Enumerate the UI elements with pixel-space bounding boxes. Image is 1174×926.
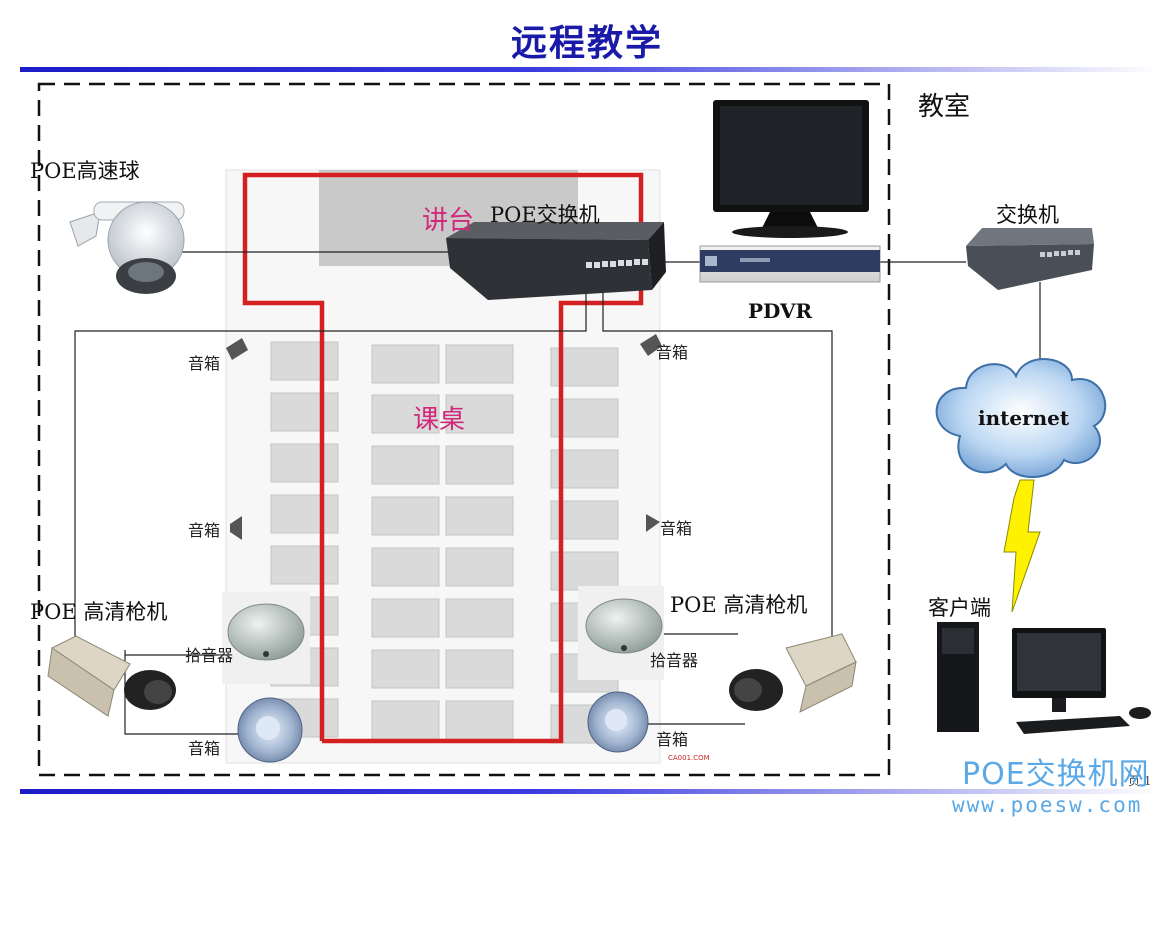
bullet-camera-left-label: POE 高清枪机 (30, 600, 168, 624)
speaker-top-left-label: 音箱 (188, 354, 221, 373)
source-mark: CA001.COM (668, 754, 710, 762)
bullet-camera-right-label: POE 高清枪机 (670, 593, 808, 617)
title-divider (20, 67, 1160, 72)
pdvr-label: PDVR (748, 299, 813, 323)
wall-speakers (226, 334, 662, 540)
watermark-url: www.poesw.com (952, 793, 1143, 817)
microphone-right (578, 586, 664, 680)
speaker-top-right-label: 音箱 (656, 343, 689, 362)
microphone-left-label: 拾音器 (185, 646, 234, 665)
poe-dome-camera (69, 201, 185, 294)
client-computer (937, 622, 1151, 734)
page-number: 页 1 (1128, 774, 1152, 788)
monitor-device (713, 100, 869, 238)
cable-route (242, 172, 644, 744)
speaker-bottom-right-label: 音箱 (656, 730, 689, 749)
classroom-label: 教室 (918, 92, 971, 122)
poe-dome-camera-label: POE高速球 (30, 159, 140, 183)
desks-label: 课桌 (413, 405, 466, 435)
speaker-bottom-left-label: 音箱 (188, 739, 221, 758)
pdvr-device (699, 245, 881, 283)
internet-label: internet (978, 406, 1070, 430)
internet-cloud (935, 358, 1107, 478)
poe-switch-label: POE交换机 (490, 203, 600, 227)
speaker-bottom-left (237, 697, 303, 763)
client-label: 客户端 (928, 596, 991, 620)
speaker-mid-right-label: 音箱 (660, 519, 693, 538)
footer-divider (20, 789, 1160, 794)
speaker-mid-left-label: 音箱 (188, 521, 221, 540)
speaker-bottom-right (587, 691, 649, 753)
microphone-right-label: 拾音器 (650, 651, 699, 670)
watermark-title: POE交换机网 (962, 757, 1150, 792)
lightning-bolt (1003, 479, 1041, 613)
poe-switch-device (446, 222, 666, 300)
switch-device (966, 228, 1094, 290)
page-title: 远程教学 (510, 23, 663, 64)
bullet-camera-right (729, 633, 857, 713)
podium-label: 讲台 (422, 206, 475, 236)
classroom-boundary (37, 82, 891, 777)
bullet-camera-left (47, 635, 176, 717)
microphone-left (222, 592, 310, 684)
connection-lines (74, 251, 1041, 735)
switch-label: 交换机 (996, 203, 1059, 227)
